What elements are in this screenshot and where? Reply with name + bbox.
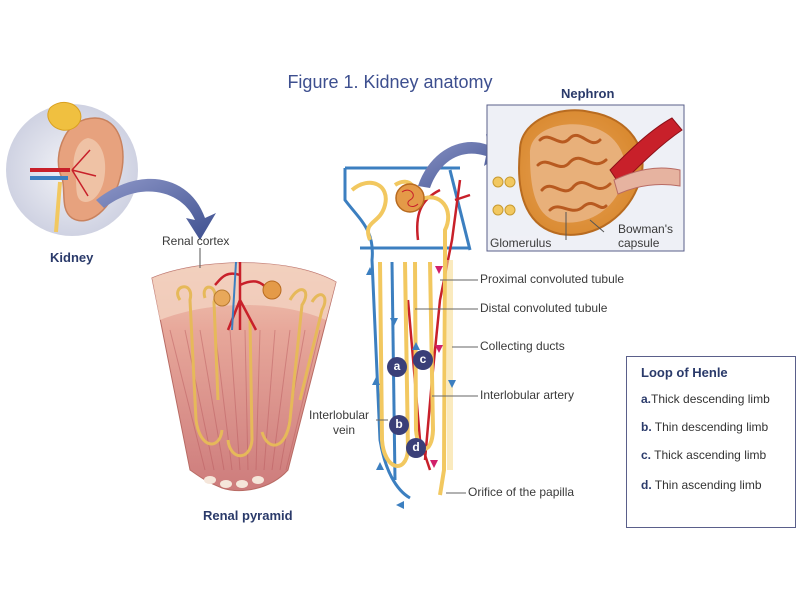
renal-pyramid-illustration — [151, 261, 337, 491]
collecting-ducts-label: Collecting ducts — [480, 339, 565, 353]
renal-cortex-label: Renal cortex — [162, 234, 230, 248]
legend-item-a: a.Thick descending limb — [641, 392, 770, 406]
arrow-to-nephron — [418, 134, 508, 188]
renal-pyramid-caption: Renal pyramid — [203, 508, 293, 523]
loop-of-henle-legend: Loop of Henle a.Thick descending limb b.… — [626, 356, 796, 528]
legend-text-d: Thin ascending limb — [654, 478, 762, 492]
interlobular-artery-label: Interlobular artery — [480, 388, 575, 402]
legend-item-d: d. Thin ascending limb — [641, 478, 762, 492]
bowmans-capsule-label-line2: capsule — [618, 236, 660, 250]
distal-tubule-label: Distal convoluted tubule — [480, 301, 608, 315]
marker-b: b — [395, 417, 403, 431]
marker-c: c — [419, 352, 427, 366]
legend-key-b: b. — [641, 420, 652, 434]
orifice-papilla-label: Orifice of the papilla — [468, 485, 575, 499]
bowmans-capsule-pointer — [589, 219, 605, 233]
proximal-tubule-label: Proximal convoluted tubule — [480, 272, 625, 286]
legend-title: Loop of Henle — [641, 365, 728, 380]
bowmans-capsule-label-line1: Bowman's — [618, 222, 673, 236]
marker-c-circle — [413, 350, 433, 370]
nephron-tubule-illustration — [343, 166, 472, 509]
arrow-kidney-to-pyramid — [96, 178, 216, 240]
glomerulus-label: Glomerulus — [490, 236, 552, 250]
nephron-caption: Nephron — [561, 86, 615, 101]
kidney-caption: Kidney — [50, 250, 94, 265]
legend-text-a: Thick descending limb — [651, 392, 770, 406]
legend-text-b: Thin descending limb — [654, 420, 769, 434]
legend-item-b: b. Thin descending limb — [641, 420, 768, 434]
legend-key-c: c. — [641, 448, 652, 462]
nephron-inset — [486, 104, 685, 252]
marker-d: d — [412, 440, 420, 454]
marker-d-circle — [406, 438, 426, 458]
legend-text-c: Thick ascending limb — [654, 448, 767, 462]
marker-a: a — [393, 359, 401, 373]
interlobular-vein-label-line1: Interlobular — [309, 408, 370, 422]
legend-key-a: a. — [641, 392, 652, 406]
figure-title: Figure 1. Kidney anatomy — [287, 72, 493, 92]
leader-lines — [376, 279, 478, 494]
legend-item-c: c. Thick ascending limb — [641, 448, 766, 462]
legend-key-d: d. — [641, 478, 652, 492]
loop-markers — [387, 350, 433, 458]
marker-b-circle — [389, 415, 409, 435]
marker-a-circle — [387, 357, 407, 377]
kidney-illustration — [6, 102, 138, 236]
interlobular-vein-label-line2: vein — [333, 423, 356, 437]
